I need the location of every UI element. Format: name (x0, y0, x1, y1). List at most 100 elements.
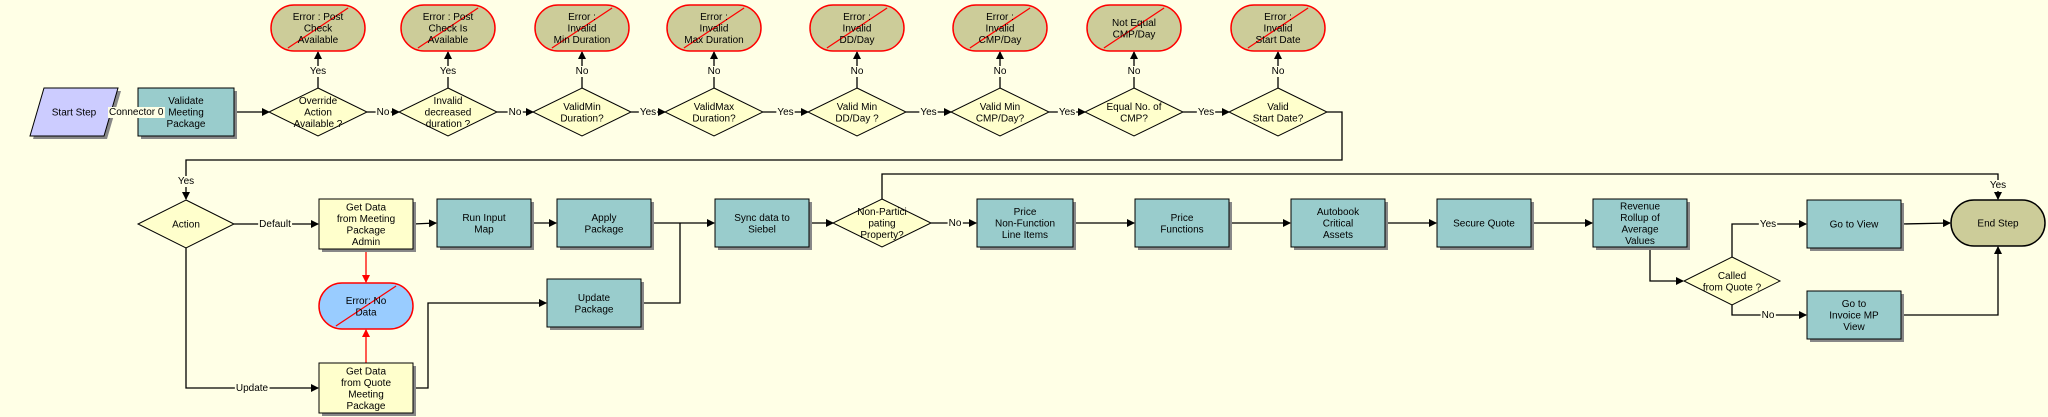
connector-label-bg (919, 107, 938, 118)
node-label: Invoice MP (1829, 311, 1879, 322)
node-label: Error : (843, 12, 871, 23)
connector-label-yes: Yes (310, 66, 326, 77)
connector-label-bg (1126, 66, 1142, 77)
node-label: Average (1621, 224, 1659, 235)
connector-label-default: Default (259, 219, 291, 230)
node-label: Duration? (692, 113, 736, 124)
connector-label-no: No (1272, 66, 1285, 77)
node-label: Min Duration (554, 35, 611, 46)
connector-label-bg (234, 383, 270, 394)
node-label: Update (578, 293, 611, 304)
node-shape (136, 199, 236, 249)
node-label: CMP/Day? (976, 113, 1025, 124)
connector-label-bg (776, 107, 795, 118)
node-shape (531, 87, 633, 137)
node-label: Invalid (700, 24, 729, 35)
node-label: from Quote (341, 378, 391, 389)
node-label: Check Is (429, 24, 468, 35)
connector (1731, 220, 1807, 257)
node-shape (1592, 198, 1688, 248)
connector-label-yes: Yes (440, 66, 456, 77)
node-label: Package (167, 119, 206, 130)
node-shape (436, 198, 532, 248)
node-gotoview[interactable]: Go to View (1806, 199, 1904, 251)
node-label: Error : (986, 12, 1014, 23)
node-label: Package (347, 225, 386, 236)
connector-label-update: Update (236, 383, 269, 394)
node-end[interactable]: End Step (1950, 199, 2046, 247)
error-slash-icon (417, 7, 479, 49)
node-label: Meeting (348, 389, 384, 400)
node-label: Error : Post (423, 12, 474, 23)
node-label: Assets (1323, 230, 1353, 241)
connector-label-bg (438, 66, 458, 77)
node-label: Override (299, 96, 338, 107)
node-label: Package (585, 224, 624, 235)
error-slash-icon (1103, 7, 1165, 49)
node-label: Error : (700, 12, 728, 23)
node-shape (546, 278, 642, 328)
node-action[interactable]: Action (136, 199, 236, 249)
connector-label-bg (258, 219, 293, 230)
node-label: Valid (1267, 102, 1289, 113)
node-shape (318, 198, 414, 250)
node-start[interactable]: Start Step (29, 87, 121, 139)
node-label: View (1843, 322, 1865, 333)
node-label: CMP/Day (979, 35, 1022, 46)
node-label: Get Data (346, 366, 386, 377)
node-shape (714, 198, 810, 248)
connector-label-no: No (994, 66, 1007, 77)
node-secure[interactable]: Secure Quote (1436, 198, 1534, 250)
error-slash-icon (1247, 7, 1309, 49)
node-label: CMP? (1120, 113, 1148, 124)
connector-label-yes: Yes (1198, 107, 1214, 118)
node-label: Validate (168, 96, 204, 107)
connector (412, 219, 437, 228)
error-slash-icon (683, 7, 745, 49)
error-slash-icon (969, 7, 1031, 49)
node-label: Error : (1264, 12, 1292, 23)
node-label: Error : (568, 12, 596, 23)
node-label: Available (428, 35, 469, 46)
node-label: decreased (425, 108, 472, 119)
node-label: Invalid (568, 24, 597, 35)
connector-label-no: No (949, 218, 962, 229)
connector (182, 111, 1343, 200)
node-label: Autobook (1317, 207, 1360, 218)
node-label: Critical (1323, 219, 1354, 230)
node-label: Rollup of (1620, 213, 1660, 224)
